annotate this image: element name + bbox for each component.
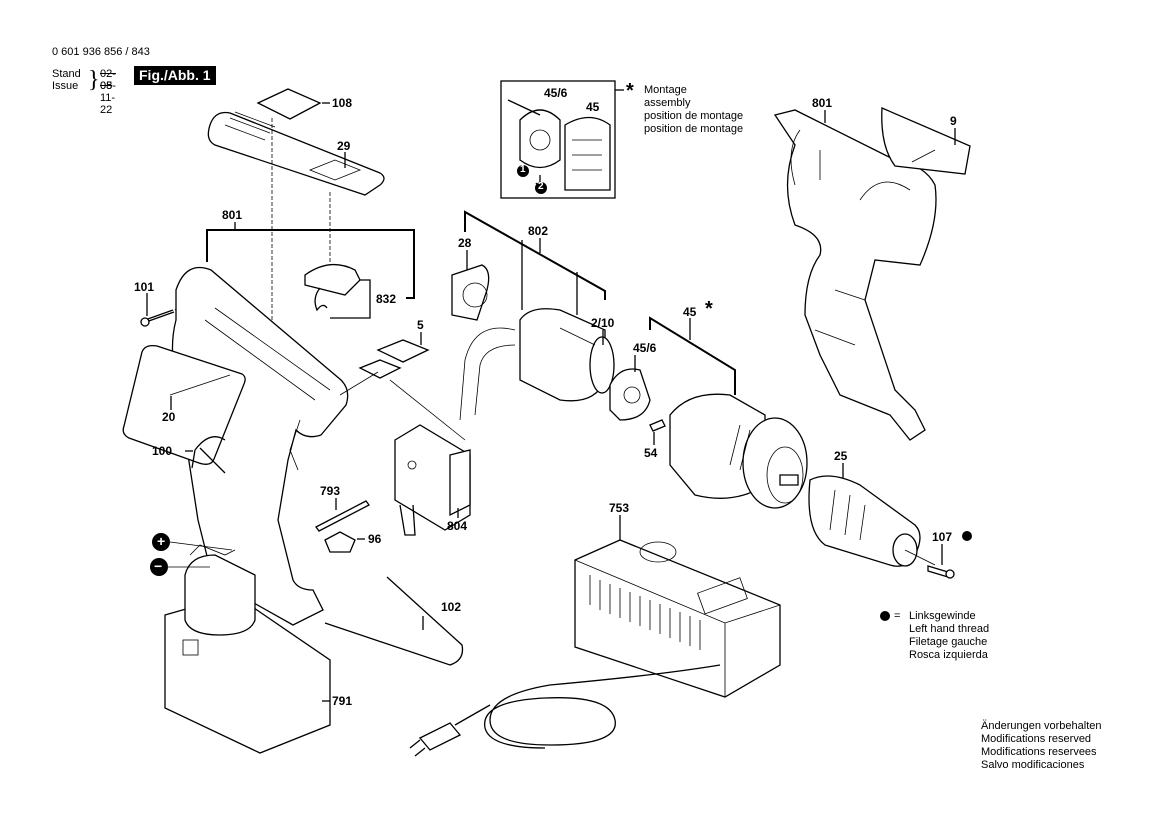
stand-label: Stand <box>52 68 81 80</box>
bearing-28-shape <box>451 264 490 321</box>
document-number: 0 601 936 856 / 843 <box>52 46 150 58</box>
cover-20-shape <box>122 344 246 465</box>
part-28: 28 <box>458 236 472 250</box>
left-thread-marker-107 <box>962 531 972 541</box>
legend-line: Linksgewinde <box>909 610 976 622</box>
bit-793-shape <box>315 500 370 532</box>
legend-line: Left hand thread <box>909 623 990 635</box>
revision-block: Stand Issue 02-08 05-11-22 <box>52 68 116 116</box>
part-753: 753 <box>609 501 630 515</box>
assembly-note-line: position de montage <box>644 123 744 135</box>
part-102: 102 <box>441 600 462 614</box>
figure-label: Fig./Abb. 1 <box>134 66 216 85</box>
issue-date: 05-11-22 <box>100 80 116 116</box>
part-96: 96 <box>368 532 382 546</box>
inset-step-1-marker <box>517 165 529 177</box>
part-9: 9 <box>950 114 957 128</box>
part-832: 832 <box>376 292 397 306</box>
bracket-802 <box>464 210 606 300</box>
legend-line: Filetage gauche <box>909 636 988 648</box>
part-2-10: 2/10 <box>591 316 615 330</box>
spring-100-shape <box>191 436 226 474</box>
part-801-right: 801 <box>812 96 833 110</box>
part-5: 5 <box>417 318 424 332</box>
inset-part-45: 45 <box>586 100 600 114</box>
minus-terminal-icon: − <box>154 558 163 574</box>
part-45: 45 <box>683 305 697 319</box>
bit-holder-96-shape <box>324 531 356 553</box>
clip-832-shape <box>304 263 361 296</box>
screw-101-shape <box>144 309 175 323</box>
inset-step-2: 2 <box>538 181 544 192</box>
revision-brace: } <box>88 67 100 93</box>
assembly-note-line: position de montage <box>644 110 744 122</box>
modifications-line: Änderungen vorbehalten <box>981 720 1102 732</box>
modifications-note: Änderungen vorbehalten Modifications res… <box>981 720 1101 772</box>
legend-line: Rosca izquierda <box>909 649 988 661</box>
inset-part-45-6: 45/6 <box>544 86 568 100</box>
assembly-note-line: assembly <box>644 97 691 109</box>
charger-753-shape <box>574 539 781 698</box>
switch-lever-5-a <box>376 339 430 363</box>
legend-equals: = <box>894 610 901 622</box>
plate-45-6-shape <box>609 368 651 421</box>
bracket-45 <box>649 316 736 395</box>
cover-29-shape <box>207 111 385 196</box>
part-29: 29 <box>337 139 351 153</box>
inset-step-2-marker <box>535 182 547 194</box>
part-108: 108 <box>332 96 353 110</box>
screw-54-shape <box>649 419 666 432</box>
issue-label: Issue <box>52 80 79 92</box>
modifications-line: Modifications reservees <box>981 746 1097 758</box>
plus-terminal-icon: + <box>157 533 166 549</box>
legend-left-thread-marker <box>880 611 890 621</box>
part-20: 20 <box>162 410 176 424</box>
minus-terminal-marker <box>150 558 168 576</box>
switch-lever-5-b <box>358 359 402 379</box>
part-54: 54 <box>644 446 658 460</box>
part-802: 802 <box>528 224 549 238</box>
charger-cable <box>484 664 721 749</box>
assembly-star-icon: * <box>626 80 634 102</box>
power-plug-shape <box>418 722 462 751</box>
part-791: 791 <box>332 694 353 708</box>
housing-right-shape <box>773 109 937 441</box>
wire-102-shape <box>324 576 464 666</box>
old-revision-date: 02-08 <box>100 68 116 92</box>
part-107: 107 <box>932 530 953 544</box>
part-45-star-icon: * <box>705 298 713 320</box>
assembly-note: Montage assembly position de montage pos… <box>644 84 743 136</box>
part-804: 804 <box>447 519 468 533</box>
modifications-line: Modifications reserved <box>981 733 1092 745</box>
part-9-shape <box>881 107 971 175</box>
label-108-shape <box>256 88 322 120</box>
part-793: 793 <box>320 484 341 498</box>
inset-step-1: 1 <box>520 164 526 175</box>
part-801-left: 801 <box>222 208 243 222</box>
plus-terminal-marker <box>152 533 170 551</box>
assembly-inset-box <box>500 80 616 199</box>
assembly-note-line: Montage <box>644 84 687 96</box>
part-25: 25 <box>834 449 848 463</box>
bracket-801-left <box>206 229 415 299</box>
legend: Linksgewinde Left hand thread Filetage g… <box>909 610 989 662</box>
part-101: 101 <box>134 280 155 294</box>
modifications-line: Salvo modificaciones <box>981 759 1085 771</box>
part-45-6: 45/6 <box>633 341 657 355</box>
inset-illustration <box>507 99 611 191</box>
part-100: 100 <box>152 444 173 458</box>
screw-107-shape <box>927 565 949 578</box>
